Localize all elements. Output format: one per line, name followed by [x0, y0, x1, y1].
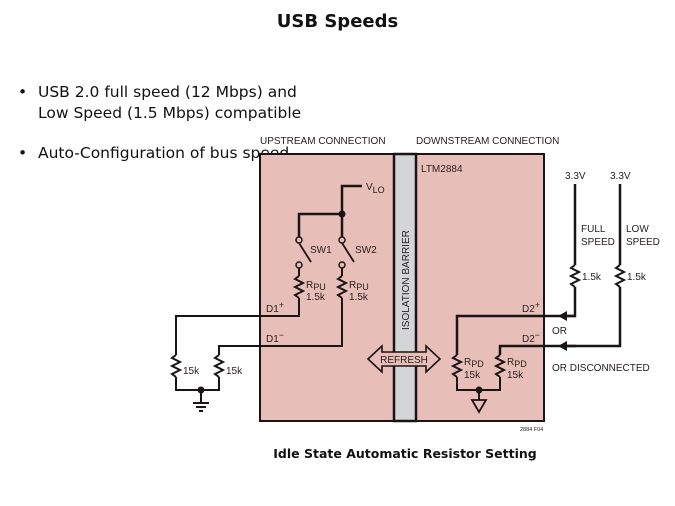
- vlo-supply: VLO: [340, 182, 385, 214]
- port-d2-plus: D2+: [522, 300, 540, 315]
- ground-icon: [193, 390, 209, 412]
- svg-text:VLO: VLO: [366, 182, 385, 195]
- svg-text:REFRESH: REFRESH: [380, 355, 428, 366]
- svg-text:LOW: LOW: [626, 224, 649, 235]
- bullet-text: USB 2.0 full speed (12 Mbps) and Low Spe…: [38, 83, 302, 122]
- supply-3v3-low: 3.3V: [610, 171, 631, 182]
- downstream-header: DOWNSTREAM CONNECTION: [416, 136, 559, 147]
- d2-minus-wire: [498, 344, 576, 355]
- isolation-barrier-label: ISOLATION BARRIER: [401, 230, 412, 330]
- resistor-rpu-2: RPU 1.5k: [218, 268, 369, 355]
- bullet-item: • Auto-Configuration of bus speed: [18, 143, 318, 164]
- bullet-item: • USB 2.0 full speed (12 Mbps) and Low S…: [18, 82, 318, 124]
- svg-text:15k: 15k: [464, 370, 481, 381]
- figure-caption: Idle State Automatic Resistor Setting: [273, 446, 537, 461]
- svg-text:15k: 15k: [183, 366, 200, 377]
- bullet-list: • USB 2.0 full speed (12 Mbps) and Low S…: [18, 82, 318, 183]
- svg-text:RPU: RPU: [306, 280, 326, 292]
- bullet-icon: •: [18, 83, 28, 101]
- figure-id: 2884 F04: [520, 427, 543, 433]
- ground-rail: [175, 377, 220, 391]
- svg-text:1.5k: 1.5k: [349, 292, 369, 303]
- resistor-host-15k-1: 15k: [169, 354, 200, 378]
- svg-text:SPEED: SPEED: [626, 237, 660, 248]
- port-d1-plus: D1+: [266, 300, 284, 315]
- junction-dot: [338, 210, 346, 218]
- port-d1-minus: D1−: [266, 330, 284, 345]
- svg-text:SPEED: SPEED: [581, 237, 615, 248]
- low-speed-pullup: LOW SPEED 1.5k: [558, 184, 660, 351]
- slide-title: USB Speeds: [276, 11, 399, 32]
- svg-text:SW1: SW1: [310, 245, 332, 256]
- full-speed-pullup: FULL SPEED 1.5k: [558, 184, 615, 321]
- part-number: LTM2884: [421, 164, 463, 175]
- svg-text:1.5k: 1.5k: [582, 272, 602, 283]
- resistor-host-15k-2: 15k: [212, 354, 243, 378]
- upstream-header: UPSTREAM CONNECTION: [260, 136, 386, 147]
- svg-text:15k: 15k: [507, 370, 524, 381]
- supply-3v3-full: 3.3V: [565, 171, 586, 182]
- refresh-arrow: REFRESH: [366, 344, 442, 374]
- resistor-rpd-2: RPD 15k: [493, 354, 527, 381]
- resistor-rpu-1: RPU 1.5k: [175, 268, 326, 355]
- d2-plus-wire: [455, 314, 576, 355]
- signal-ground-icon: [470, 390, 488, 414]
- svg-text:1.5k: 1.5k: [627, 272, 647, 283]
- svg-text:RPD: RPD: [464, 357, 484, 369]
- resistor-rpd-1: RPD 15k: [450, 354, 484, 381]
- svg-text:RPU: RPU: [349, 280, 369, 292]
- or-disconnected-label: OR DISCONNECTED: [552, 363, 650, 374]
- bullet-text: Auto-Configuration of bus speed: [38, 144, 290, 162]
- svg-text:FULL: FULL: [581, 224, 606, 235]
- svg-text:15k: 15k: [226, 366, 243, 377]
- svg-text:RPD: RPD: [507, 357, 527, 369]
- svg-text:SW2: SW2: [355, 245, 377, 256]
- svg-text:1.5k: 1.5k: [306, 292, 326, 303]
- port-d2-minus: D2−: [522, 330, 540, 345]
- vlo-rail: [297, 212, 344, 240]
- bullet-icon: •: [18, 144, 28, 162]
- or-label: OR: [552, 326, 567, 337]
